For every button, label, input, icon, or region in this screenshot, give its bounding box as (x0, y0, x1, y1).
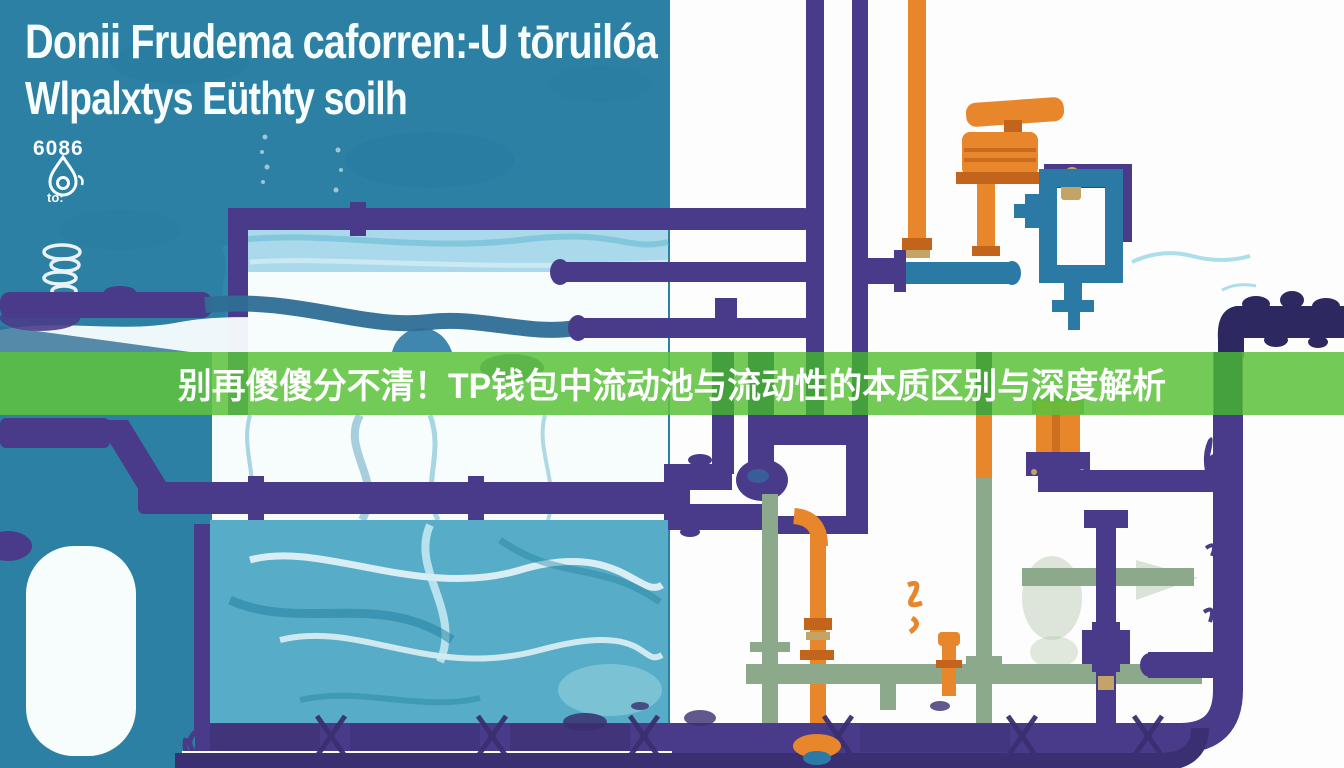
watermark-number: 6086 (33, 137, 84, 160)
valve-body (962, 132, 1038, 176)
lower-tank (182, 520, 668, 756)
navy-ragged-pipe (1217, 291, 1344, 358)
foam-blob (0, 531, 136, 756)
left-horizontal-pipe (0, 286, 577, 338)
main-bottom-pipe-and-right-vertical (195, 352, 1243, 753)
orange-spigot (936, 632, 962, 696)
water-drop-swirl-icon (48, 154, 84, 197)
pipe-flange (350, 202, 366, 236)
valve-assembly (956, 97, 1065, 256)
bottom-right-network (746, 352, 1224, 730)
water-squiggle-lines (1131, 251, 1257, 292)
second-bottom-pipe (175, 727, 1209, 768)
steel-loop (1014, 169, 1123, 330)
sage-vertical-1 (762, 494, 778, 740)
orange-scribbles (907, 580, 923, 635)
banner-strip (0, 352, 1344, 415)
valve-handle (965, 97, 1065, 127)
title-banner: 别再傻傻分不清！TP钱包中流动池与流动性的本质区别与深度解析 (0, 352, 1344, 415)
bottom-pipes (175, 352, 1243, 768)
boundary-pipes (550, 259, 812, 341)
sage-horizontal-lower (746, 664, 1202, 684)
orange-drop-pipe (902, 0, 932, 258)
watermark-logo: 6086 to: (33, 137, 84, 205)
tank-top-pipe (228, 208, 812, 230)
watermark-caption: to: (47, 190, 64, 205)
left-zigzag-pipe (0, 418, 690, 520)
orange-splash (793, 734, 841, 758)
orange-riser-pipe (792, 508, 834, 746)
cross-fitting-pipe (1082, 510, 1130, 726)
right-horizontal-pipe (1038, 470, 1224, 492)
teal-texture (60, 40, 652, 250)
tank-bottom-feed-pipe (138, 482, 690, 514)
sage-vertical-2 (976, 478, 992, 730)
banner-pipe-shadows (228, 352, 1242, 415)
lower-tank-left-pipe (194, 524, 210, 736)
headline-line2: Wlpalxtys Eüthty soilh (25, 72, 407, 124)
headline: Donii Frudema caforren:-U tōruilóa Wlpal… (25, 16, 659, 124)
headline-line1: Donii Frudema caforren:-U tōruilóa (25, 16, 658, 69)
vertical-pipe-a (806, 0, 824, 415)
banner-title-text: 别再傻傻分不清！TP钱包中流动池与流动性的本质区别与深度解析 (178, 367, 1166, 406)
